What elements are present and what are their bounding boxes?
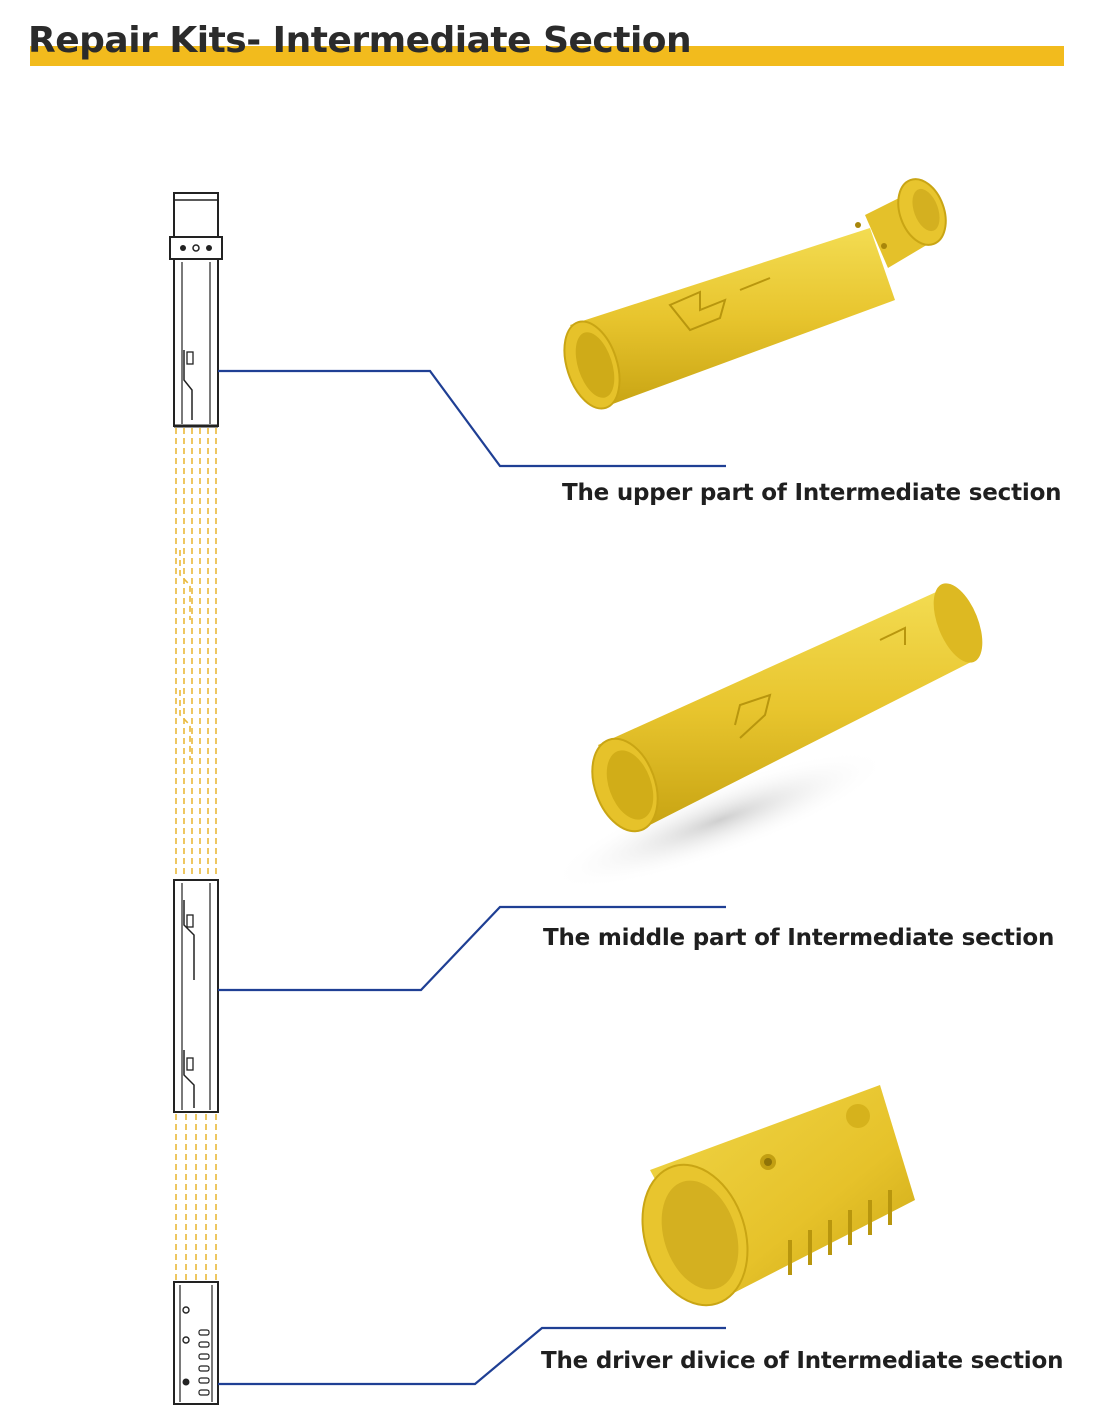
leader-line-middle bbox=[218, 905, 726, 992]
upper-part-label: The upper part of Intermediate section bbox=[562, 480, 1062, 506]
title-underline-bar bbox=[30, 46, 1064, 66]
leader-line-upper bbox=[218, 369, 726, 468]
middle-part-label: The middle part of Intermediate section bbox=[543, 925, 1055, 951]
page-title: Repair Kits- Intermediate Section bbox=[28, 20, 692, 61]
leader-line-driver bbox=[218, 1326, 726, 1386]
driver-device-label: The driver divice of Intermediate sectio… bbox=[541, 1348, 1064, 1374]
